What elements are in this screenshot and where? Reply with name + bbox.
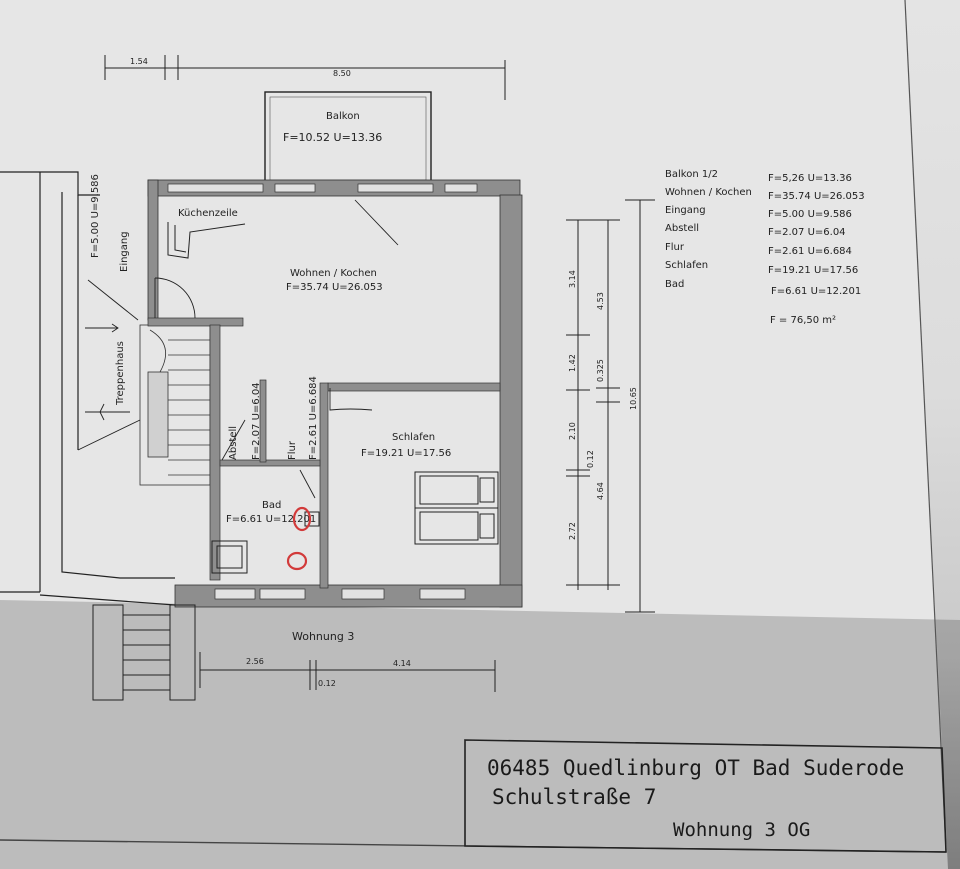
bottom-windows bbox=[214, 588, 466, 600]
double-bed bbox=[414, 471, 499, 545]
area-row-name: Flur bbox=[665, 242, 685, 253]
living-name: Wohnen / Kochen bbox=[290, 268, 377, 279]
entrance-name: Eingang bbox=[119, 231, 130, 272]
dim-right-2-72: 2.72 bbox=[568, 522, 577, 540]
area-row-value: F=2.07 U=6.04 bbox=[768, 227, 846, 238]
title-block-frame bbox=[464, 739, 947, 853]
area-row-value: F=35.74 U=26.053 bbox=[768, 191, 865, 202]
apartment-plan-label: Wohnung 3 bbox=[292, 630, 354, 643]
dim-right-4-53: 4.53 bbox=[596, 292, 605, 310]
title-street: Schulstraße 7 bbox=[492, 785, 656, 809]
dim-bottom-0-12: 0.12 bbox=[318, 679, 336, 688]
entrance-area: F=5.00 U=9.586 bbox=[90, 174, 101, 258]
area-row-name: Abstell bbox=[665, 223, 699, 234]
storage-name: Abstell bbox=[228, 426, 239, 460]
dim-top-small: 1.54 bbox=[130, 57, 148, 66]
dim-right-0-12: 0.12 bbox=[586, 450, 595, 468]
area-row-name: Balkon 1/2 bbox=[665, 169, 718, 180]
area-total: F = 76,50 m² bbox=[770, 315, 836, 326]
dim-right-1-42: 1.42 bbox=[568, 354, 577, 372]
bathroom-name: Bad bbox=[262, 500, 281, 511]
interior-stairs bbox=[139, 324, 211, 486]
sheet-frame-right bbox=[904, 0, 947, 851]
dim-right-2-10: 2.10 bbox=[568, 422, 577, 440]
area-table: Balkon 1/2 F=5,26 U=13.36 Wohnen / Koche… bbox=[665, 169, 865, 326]
area-row-name: Wohnen / Kochen bbox=[665, 187, 752, 198]
stairwell-label: Treppenhaus bbox=[115, 341, 126, 406]
balcony-name: Balkon bbox=[326, 111, 360, 122]
living-area: F=35.74 U=26.053 bbox=[286, 282, 383, 293]
bottom-dimension bbox=[199, 652, 496, 692]
right-dimension-lines bbox=[566, 199, 655, 613]
title-unit: Wohnung 3 OG bbox=[673, 819, 810, 841]
area-row-name: Bad bbox=[665, 279, 684, 290]
doors bbox=[154, 199, 399, 499]
dim-right-3-14: 3.14 bbox=[568, 270, 577, 288]
kitchen-label: Küchenzeile bbox=[178, 208, 238, 219]
hallway-area: F=2.61 U=6.684 bbox=[308, 376, 319, 460]
title-address: 06485 Quedlinburg OT Bad Suderode bbox=[487, 756, 904, 780]
area-row-value: F=6.61 U=12.201 bbox=[771, 286, 861, 297]
dim-right-0-325: 0.325 bbox=[596, 359, 605, 382]
hallway-name: Flur bbox=[287, 440, 298, 460]
bathroom-fixtures bbox=[211, 511, 320, 574]
storage-area: F=2.07 U=6.04 bbox=[251, 382, 262, 460]
kitchen-counter bbox=[167, 222, 246, 259]
dim-bottom-2-56: 2.56 bbox=[246, 657, 264, 666]
interior-walls bbox=[147, 317, 501, 589]
stairwell-outline bbox=[0, 171, 176, 606]
entrance-stairs bbox=[92, 604, 196, 701]
stair-arrows bbox=[77, 279, 141, 451]
dim-right-4-64: 4.64 bbox=[596, 482, 605, 500]
dim-right-10-65: 10.65 bbox=[629, 387, 638, 410]
area-row-value: F=19.21 U=17.56 bbox=[768, 265, 858, 276]
dim-bottom-4-14: 4.14 bbox=[393, 659, 411, 668]
area-row-value: F=2.61 U=6.684 bbox=[768, 246, 852, 257]
bedroom-area: F=19.21 U=17.56 bbox=[361, 448, 451, 459]
area-row-name: Schlafen bbox=[665, 260, 708, 271]
area-row-value: F=5,26 U=13.36 bbox=[768, 173, 852, 184]
bedroom-name: Schlafen bbox=[392, 432, 435, 443]
paper-shadow bbox=[0, 600, 960, 869]
top-windows bbox=[167, 183, 478, 193]
top-dimension bbox=[104, 55, 506, 100]
dim-top-large: 8.50 bbox=[333, 69, 351, 78]
area-row-name: Eingang bbox=[665, 205, 706, 216]
bathroom-area: F=6.61 U=12.201 bbox=[226, 514, 316, 525]
area-row-value: F=5.00 U=9.586 bbox=[768, 209, 852, 220]
toilet-icon bbox=[286, 506, 312, 571]
balcony-area: F=10.52 U=13.36 bbox=[283, 131, 382, 144]
